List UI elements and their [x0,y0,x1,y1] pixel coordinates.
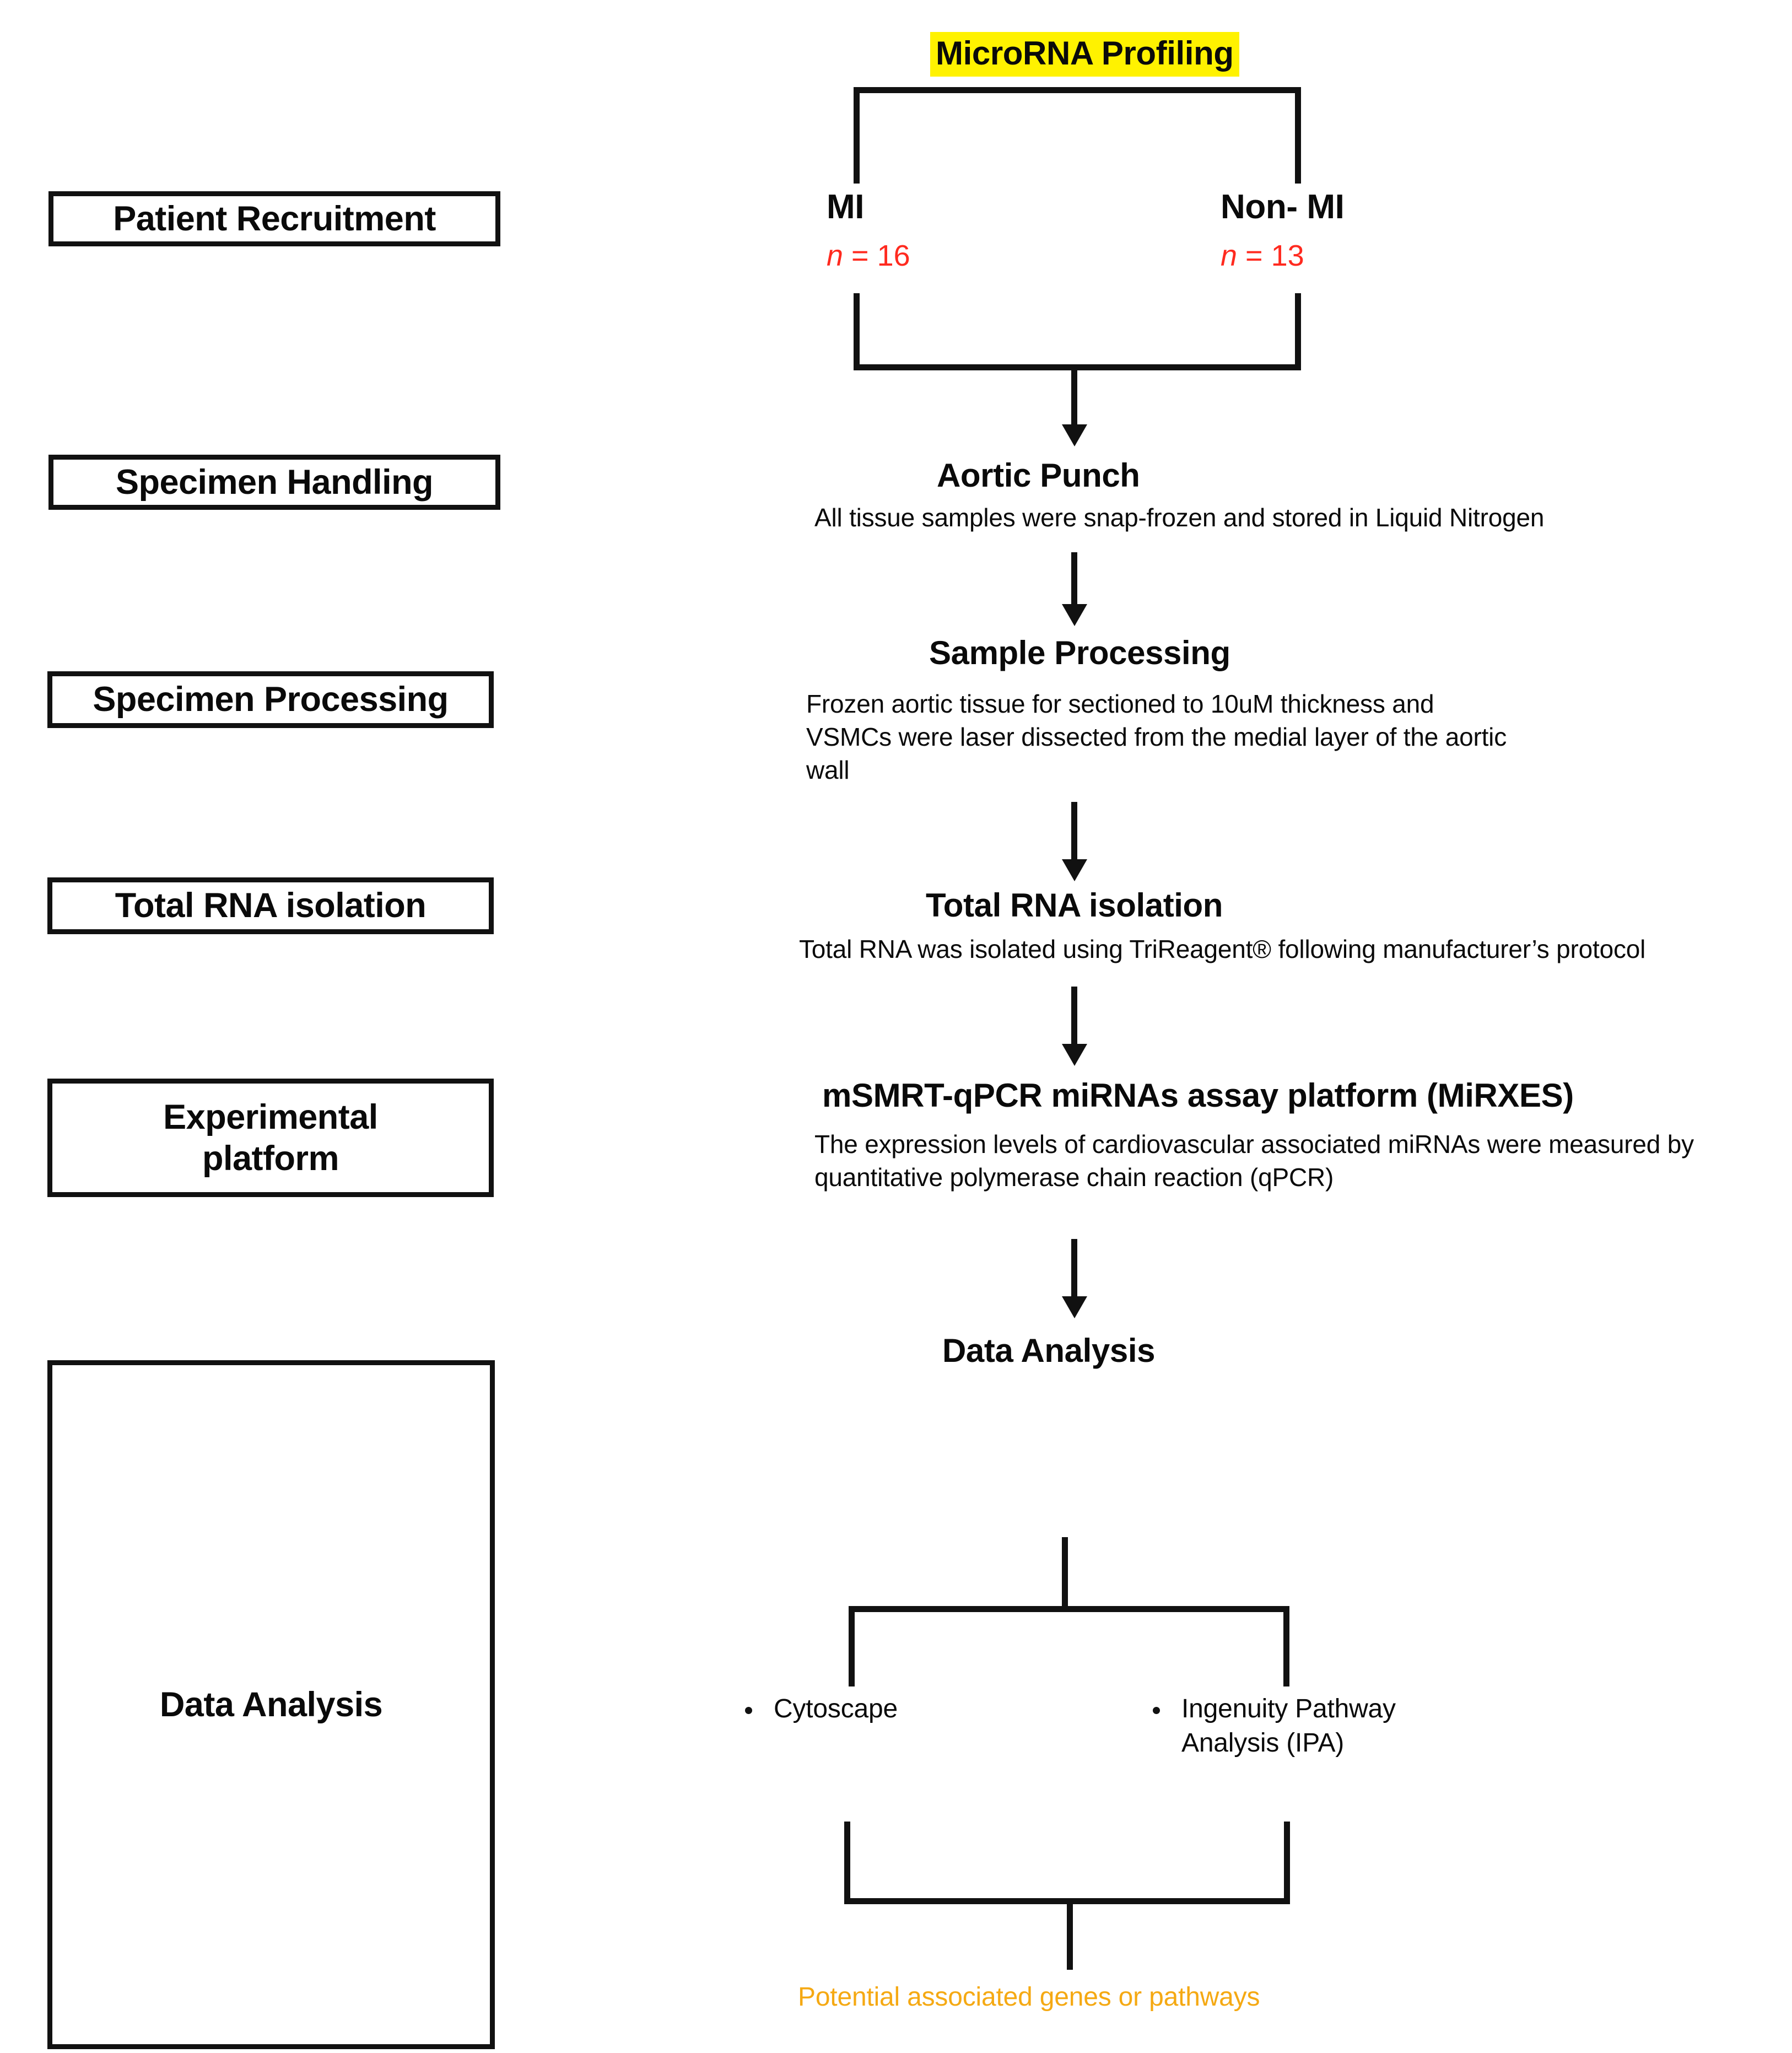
analysis-tool-ipa-line1: Ingenuity Pathway [1181,1694,1396,1723]
stage-label-experimental-platform-line1: Experimental [163,1098,378,1137]
step-desc-sample-processing: Frozen aortic tissue for sectioned to 10… [806,688,1633,786]
arrow-shaft-2 [1071,802,1077,863]
arrow-head-3 [1062,1044,1087,1066]
analysis-tool-ipa: Ingenuity Pathway Analysis (IPA) [1181,1692,1468,1761]
stage-label-experimental-platform-line2: platform [202,1139,339,1178]
step-desc-msmrt-qpcr-platform: The expression levels of cardiovascular … [814,1128,1790,1194]
analysis-split-stem [1062,1537,1068,1612]
analysis-tool-ipa-line2: Analysis (IPA) [1181,1728,1345,1758]
step-title-total-rna-isolation: Total RNA isolation [926,887,1223,924]
stage-box-specimen-processing: Specimen Processing [47,671,494,728]
step-desc-line: Frozen aortic tissue for sectioned to 10… [806,689,1434,718]
arrow-head-2 [1062,859,1087,881]
stage-box-experimental-platform: Experimental platform [47,1079,494,1197]
final-merge-right-stem [1284,1822,1290,1899]
step-desc-total-rna-isolation: Total RNA was isolated using TriReagent®… [799,933,1714,966]
arrow-shaft-3 [1071,987,1077,1047]
analysis-split-horizontal [849,1606,1289,1612]
step-title-data-analysis: Data Analysis [942,1332,1156,1369]
final-merge-stem-down [1067,1898,1073,1970]
stage-box-specimen-handling: Specimen Handling [48,455,500,510]
flow-header-title: MicroRNA Profiling [930,32,1239,77]
merge-arrow-shaft [1071,364,1077,428]
step-title-sample-processing: Sample Processing [929,634,1230,671]
stage-label-specimen-handling: Specimen Handling [115,462,434,502]
stage-label-total-rna-isolation: Total RNA isolation [115,886,427,925]
branch-label-non-mi: Non- MI [1221,188,1345,226]
analysis-split-left-stem [849,1606,855,1686]
step-desc-line: Total RNA was isolated using TriReagent®… [799,935,1646,963]
stage-box-total-rna-isolation: Total RNA isolation [47,877,494,934]
merge-bracket-horizontal [854,364,1301,370]
step-desc-line: quantitative polymerase chain reaction (… [814,1162,1334,1192]
final-merge-left-stem [844,1822,850,1899]
stage-box-data-analysis: Data Analysis [47,1360,495,2049]
top-bracket-left-stem [854,87,860,184]
branch-n-eq-non-mi: = [1237,239,1271,272]
stage-box-patient-recruitment: Patient Recruitment [48,191,500,246]
bullet-dot-ipa [1153,1707,1160,1714]
step-desc-line: wall [806,755,850,784]
branch-label-mi: MI [827,188,865,226]
outcome-label: Potential associated genes or pathways [798,1982,1260,2012]
step-desc-aortic-punch: All tissue samples were snap-frozen and … [814,502,1674,535]
merge-bracket-left-stem [854,293,860,370]
top-bracket-horizontal [854,87,1301,93]
step-title-aortic-punch: Aortic Punch [937,457,1140,494]
analysis-tool-cytoscape: Cytoscape [774,1694,898,1723]
bullet-dot-cytoscape [745,1707,752,1714]
branch-n-eq-mi: = [843,239,877,272]
stage-label-patient-recruitment: Patient Recruitment [113,199,436,238]
analysis-split-right-stem [1283,1606,1289,1686]
step-desc-line: VSMCs were laser dissected from the medi… [806,722,1507,751]
branch-n-italic-mi: n [827,239,844,272]
top-bracket-right-stem [1295,87,1301,184]
step-desc-line: The expression levels of cardiovascular … [814,1130,1694,1158]
arrow-head-1 [1062,604,1087,626]
branch-sample-size-mi: n = 16 [827,239,910,273]
step-desc-line: All tissue samples were snap-frozen and … [814,503,1545,532]
stage-label-data-analysis: Data Analysis [159,1685,383,1724]
branch-n-italic-non-mi: n [1221,239,1238,272]
arrow-head-4 [1062,1296,1087,1318]
branch-n-value-non-mi: 13 [1271,239,1304,272]
arrow-shaft-4 [1071,1239,1077,1300]
step-title-msmrt-qpcr-platform: mSMRT-qPCR miRNAs assay platform (MiRXES… [822,1077,1574,1114]
branch-sample-size-non-mi: n = 13 [1221,239,1304,273]
branch-n-value-mi: 16 [877,239,910,272]
merge-bracket-right-stem [1295,293,1301,370]
arrow-shaft-1 [1071,552,1077,607]
stage-label-specimen-processing: Specimen Processing [93,680,449,719]
merge-arrow-head [1062,424,1087,446]
